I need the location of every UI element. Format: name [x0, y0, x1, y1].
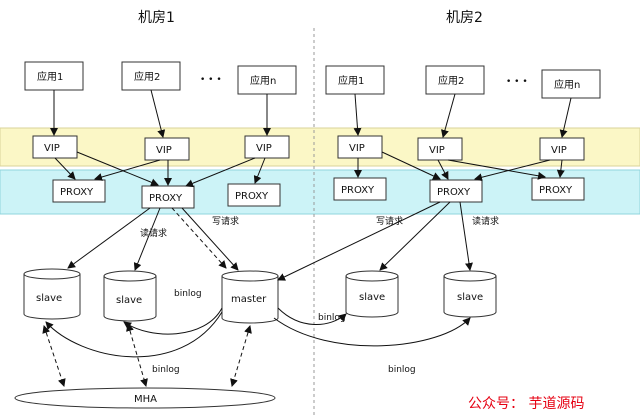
app-box	[425, 65, 485, 95]
write-request-label: 写请求	[212, 215, 239, 227]
db-label: master	[231, 294, 267, 305]
db-master	[221, 270, 279, 324]
vip-label: VIP	[156, 145, 172, 156]
db-slave	[443, 270, 497, 318]
binlog-label: binlog	[318, 313, 346, 323]
vip-box	[337, 135, 383, 159]
app-label: 应用n	[250, 74, 276, 87]
edge	[559, 97, 572, 138]
db-slave	[345, 270, 399, 318]
app-box	[24, 61, 84, 91]
mha-node	[14, 387, 276, 409]
mha-label: MHA	[134, 394, 157, 405]
edge	[76, 151, 159, 187]
edge	[94, 159, 161, 181]
db-label: slave	[116, 295, 142, 306]
edge	[133, 207, 161, 271]
proxy-label: PROXY	[235, 191, 269, 202]
edge	[353, 93, 362, 136]
read-request-label: 读请求	[140, 227, 167, 239]
mha-link	[126, 323, 148, 387]
proxy-box	[429, 179, 483, 203]
proxy-box	[52, 179, 106, 203]
app-label: 应用n	[554, 78, 580, 91]
binlog-label: binlog	[152, 365, 180, 375]
write-request-label: 写请求	[376, 215, 403, 227]
read-request-label: 读请求	[472, 215, 499, 227]
watermark: 公众号： 芋道源码	[468, 396, 584, 412]
proxy-box	[141, 185, 195, 209]
vip-label: VIP	[349, 143, 365, 154]
app-box	[237, 65, 297, 95]
edge	[181, 207, 239, 271]
mha-link	[42, 325, 66, 387]
edge	[54, 157, 76, 180]
edge	[185, 157, 256, 188]
proxy-box	[531, 177, 585, 201]
proxy-box	[227, 183, 281, 207]
edge	[253, 157, 266, 184]
edge	[379, 201, 451, 271]
proxy-label: PROXY	[341, 185, 375, 196]
db-slave	[23, 268, 81, 320]
replication-edge	[277, 307, 347, 325]
app-ellipsis: • • •	[200, 75, 222, 85]
app-label: 应用2	[134, 70, 160, 83]
proxy-label: PROXY	[149, 193, 183, 204]
app-label: 应用2	[438, 74, 464, 87]
edge	[474, 159, 551, 182]
db-label: slave	[457, 292, 483, 303]
edge	[381, 151, 441, 180]
vip-box	[144, 137, 190, 161]
binlog-label: binlog	[174, 289, 202, 299]
proxy-label: PROXY	[437, 187, 471, 198]
edge	[459, 201, 473, 271]
app-label: 应用1	[37, 70, 63, 83]
db-label: slave	[36, 293, 62, 304]
proxy-label: PROXY	[539, 185, 573, 196]
edge	[67, 207, 151, 269]
vip-box	[417, 137, 463, 161]
app-box	[121, 61, 181, 91]
vip-box	[244, 135, 290, 159]
proxy-label: PROXY	[60, 187, 94, 198]
edge	[437, 159, 449, 180]
edge	[447, 159, 546, 180]
vip-label: VIP	[256, 143, 272, 154]
vip-label: VIP	[429, 145, 445, 156]
db-slave	[103, 270, 157, 322]
db-label: slave	[359, 292, 385, 303]
binlog-label: binlog	[388, 365, 416, 375]
edge	[441, 93, 456, 138]
vip-band	[0, 127, 640, 167]
proxy-box	[333, 177, 387, 201]
edge	[150, 89, 166, 138]
mha-link	[230, 325, 252, 387]
edge	[556, 159, 565, 178]
vip-label: VIP	[44, 143, 60, 154]
replication-edge	[273, 317, 471, 347]
edge	[277, 201, 441, 281]
vip-label: VIP	[551, 145, 567, 156]
room1-title: 机房1	[138, 10, 175, 26]
app-label: 应用1	[338, 74, 364, 87]
room2-title: 机房2	[446, 10, 483, 26]
app-ellipsis: • • •	[506, 77, 528, 87]
